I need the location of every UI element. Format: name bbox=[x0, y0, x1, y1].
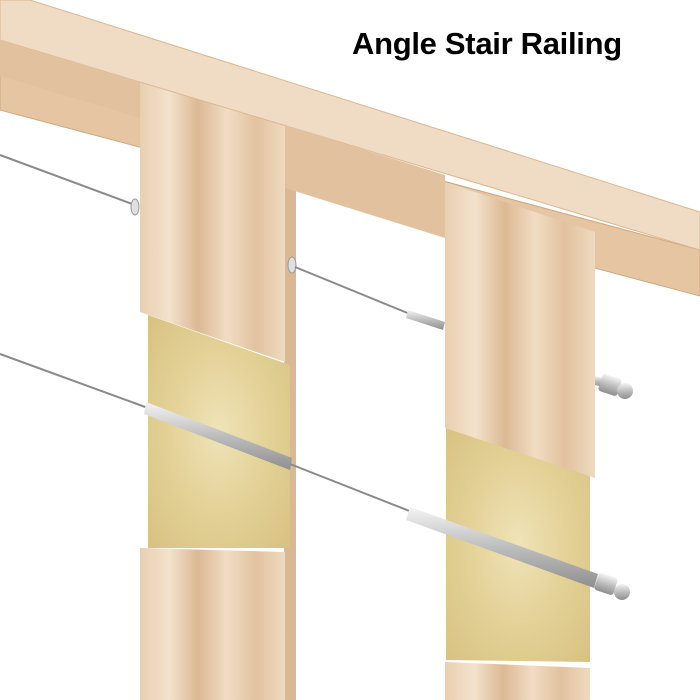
upper-cable-nut bbox=[598, 374, 622, 396]
top-rail-top-face bbox=[0, 0, 700, 251]
top-rail-side-face-mid bbox=[285, 125, 445, 238]
upper-cable-fitting bbox=[406, 310, 445, 330]
lower-cable-fitting-left bbox=[144, 402, 292, 470]
upper-cable-mid bbox=[294, 266, 411, 315]
lower-cable-nut bbox=[594, 573, 618, 595]
left-post-lower bbox=[140, 548, 285, 700]
left-post-upper bbox=[140, 58, 285, 362]
lower-cable-mid bbox=[289, 463, 413, 513]
lower-cable-fitting-right bbox=[406, 507, 598, 588]
lower-cable-left bbox=[0, 353, 149, 409]
upper-cable-washer bbox=[130, 198, 140, 216]
right-post-upper bbox=[445, 182, 595, 478]
top-rail-side-face bbox=[0, 40, 140, 118]
right-post-lower bbox=[445, 662, 590, 700]
upper-cable-left bbox=[0, 154, 136, 206]
right-post-end-grain bbox=[446, 425, 590, 662]
upper-cable-washer-rear bbox=[287, 256, 297, 274]
lower-cable-cap bbox=[614, 584, 630, 600]
image-title: Angle Stair Railing bbox=[352, 26, 622, 61]
upper-cable-cap bbox=[617, 383, 633, 399]
